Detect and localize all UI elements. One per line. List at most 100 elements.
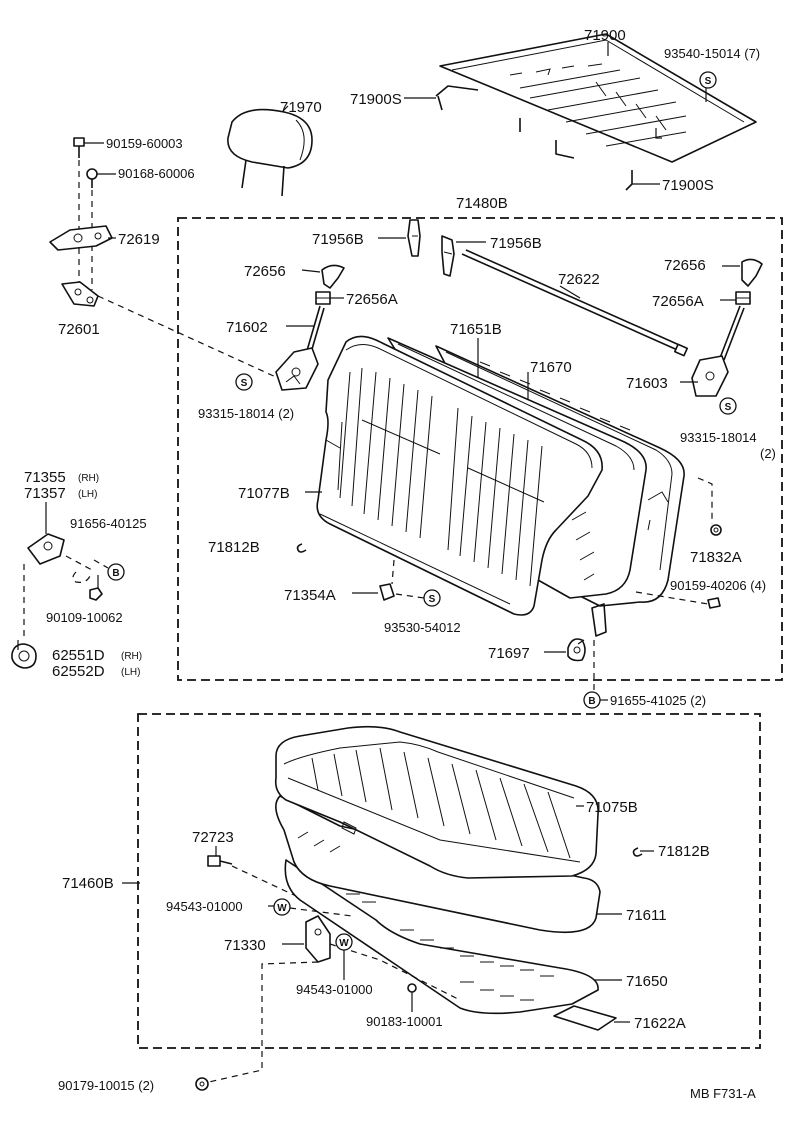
part-71622A-pad: [553, 1005, 617, 1031]
part-hinge-plate: [591, 603, 607, 637]
dashed-line: [391, 559, 395, 585]
dashed-line: [65, 555, 93, 583]
part-71832A-nut: [710, 524, 722, 536]
label-72723: 72723: [192, 829, 234, 846]
part-71812B-clip-lower: [632, 847, 643, 857]
label-93315-qty: (2): [760, 446, 776, 461]
label-71357: 71357: [24, 485, 66, 502]
dashed-line: [329, 943, 461, 1001]
part-71812B-clip: [296, 543, 307, 553]
label-71355-rh: (RH): [78, 473, 99, 484]
part-62551D-cap: [11, 643, 37, 669]
label-90109-10062: 90109-10062: [46, 610, 123, 625]
label-72601: 72601: [58, 321, 100, 338]
label-71460B: 71460B: [62, 875, 114, 892]
dashed-line: [231, 865, 297, 897]
dashed-line: [93, 559, 109, 569]
label-93315-18014-a: 93315-18014 (2): [198, 406, 294, 421]
part-90109-10062-screw: [89, 587, 103, 601]
leader: [559, 285, 581, 299]
label-62551D-rh: (RH): [121, 651, 142, 662]
label-90159-40206: 90159-40206 (4): [670, 578, 766, 593]
label-71832A: 71832A: [690, 549, 742, 566]
part-71956B-clip-right: [441, 235, 455, 277]
part-72622-rod: [461, 249, 688, 357]
label-71697: 71697: [488, 645, 530, 662]
part-71077B-cover: [316, 335, 603, 616]
label-91656-40125: 91656-40125: [70, 516, 147, 531]
label-71670: 71670: [530, 359, 572, 376]
part-90159-60003-bolt: [73, 137, 85, 158]
svg-text:W: W: [339, 938, 349, 949]
label-71900S-b: 71900S: [662, 177, 714, 194]
label-72619: 72619: [118, 231, 160, 248]
part-71956B-clip-left: [407, 219, 421, 257]
part-71330-bracket: [305, 915, 331, 963]
dashed-line: [199, 961, 319, 1085]
part-71900-panel: [439, 33, 757, 163]
part-90159-40206-bolt: [707, 597, 721, 609]
label-93530-54012: 93530-54012: [384, 620, 461, 635]
dashed-line: [635, 591, 709, 605]
svg-text:W: W: [277, 903, 287, 914]
leader: [655, 128, 662, 139]
part-90168-60006-screw: [86, 168, 98, 188]
part-90179-10015-nut: [195, 1077, 209, 1091]
label-72656A-b: 72656A: [652, 293, 704, 310]
label-90159-60003: 90159-60003: [106, 136, 183, 151]
label-62552D-lh: (LH): [121, 667, 140, 678]
part-72619-bracket: [49, 225, 113, 251]
part-72656-knob-left: [321, 264, 345, 289]
svg-text:B: B: [112, 568, 119, 579]
part-71075B-cover: [274, 725, 599, 879]
label-91655-41025: 91655-41025 (2): [610, 693, 706, 708]
label-71354A: 71354A: [284, 587, 336, 604]
label-71603: 71603: [626, 375, 668, 392]
label-71650: 71650: [626, 973, 668, 990]
label-62552D: 62552D: [52, 663, 105, 680]
assembly-box-71460B: [137, 713, 761, 1049]
label-71900S-a: 71900S: [350, 91, 402, 108]
part-71355-hinge-bracket: [27, 533, 65, 565]
label-72656-a: 72656: [244, 263, 286, 280]
label-93540-15014: 93540-15014 (7): [664, 46, 760, 61]
label-71622A: 71622A: [634, 1015, 686, 1032]
symbol-s-93315-right: S: [719, 397, 737, 415]
svg-text:S: S: [241, 378, 248, 389]
label-71812B-a: 71812B: [208, 539, 260, 556]
part-71697-hinge: [567, 638, 586, 662]
svg-text:B: B: [588, 696, 595, 707]
dashed-line: [697, 477, 713, 524]
label-71956B-b: 71956B: [490, 235, 542, 252]
symbol-s-93540: S: [699, 71, 717, 89]
dashed-line: [97, 295, 279, 379]
part-90183-10001-nut: [407, 983, 417, 993]
label-71611: 71611: [626, 907, 667, 924]
label-94543-01000-b: 94543-01000: [296, 982, 373, 997]
label-71077B: 71077B: [238, 485, 290, 502]
diagram-code: MB F731-A: [690, 1086, 756, 1101]
symbol-b-91656: B: [107, 563, 125, 581]
label-71956B-a: 71956B: [312, 231, 364, 248]
label-71602: 71602: [226, 319, 268, 336]
label-94543-01000-a: 94543-01000: [166, 899, 243, 914]
symbol-w-94543-a: W: [273, 898, 291, 916]
label-72656A-a: 72656A: [346, 291, 398, 308]
symbol-s-93530: S: [423, 589, 441, 607]
label-71355: 71355: [24, 469, 66, 486]
part-71970-headrest: [227, 108, 313, 197]
part-72656A-sleeve-right: [735, 291, 751, 305]
svg-text:S: S: [705, 76, 712, 87]
part-71900S-strip-mid: [519, 118, 575, 159]
symbol-w-94543-b: W: [335, 933, 353, 951]
label-71651B: 71651B: [450, 321, 502, 338]
svg-text:S: S: [429, 594, 436, 605]
symbol-b-91655: B: [583, 691, 601, 709]
label-71812B-b: 71812B: [658, 843, 710, 860]
label-62551D: 62551D: [52, 647, 105, 664]
svg-text:S: S: [725, 402, 732, 413]
label-72656-b: 72656: [664, 257, 706, 274]
label-71357-lh: (LH): [78, 489, 97, 500]
